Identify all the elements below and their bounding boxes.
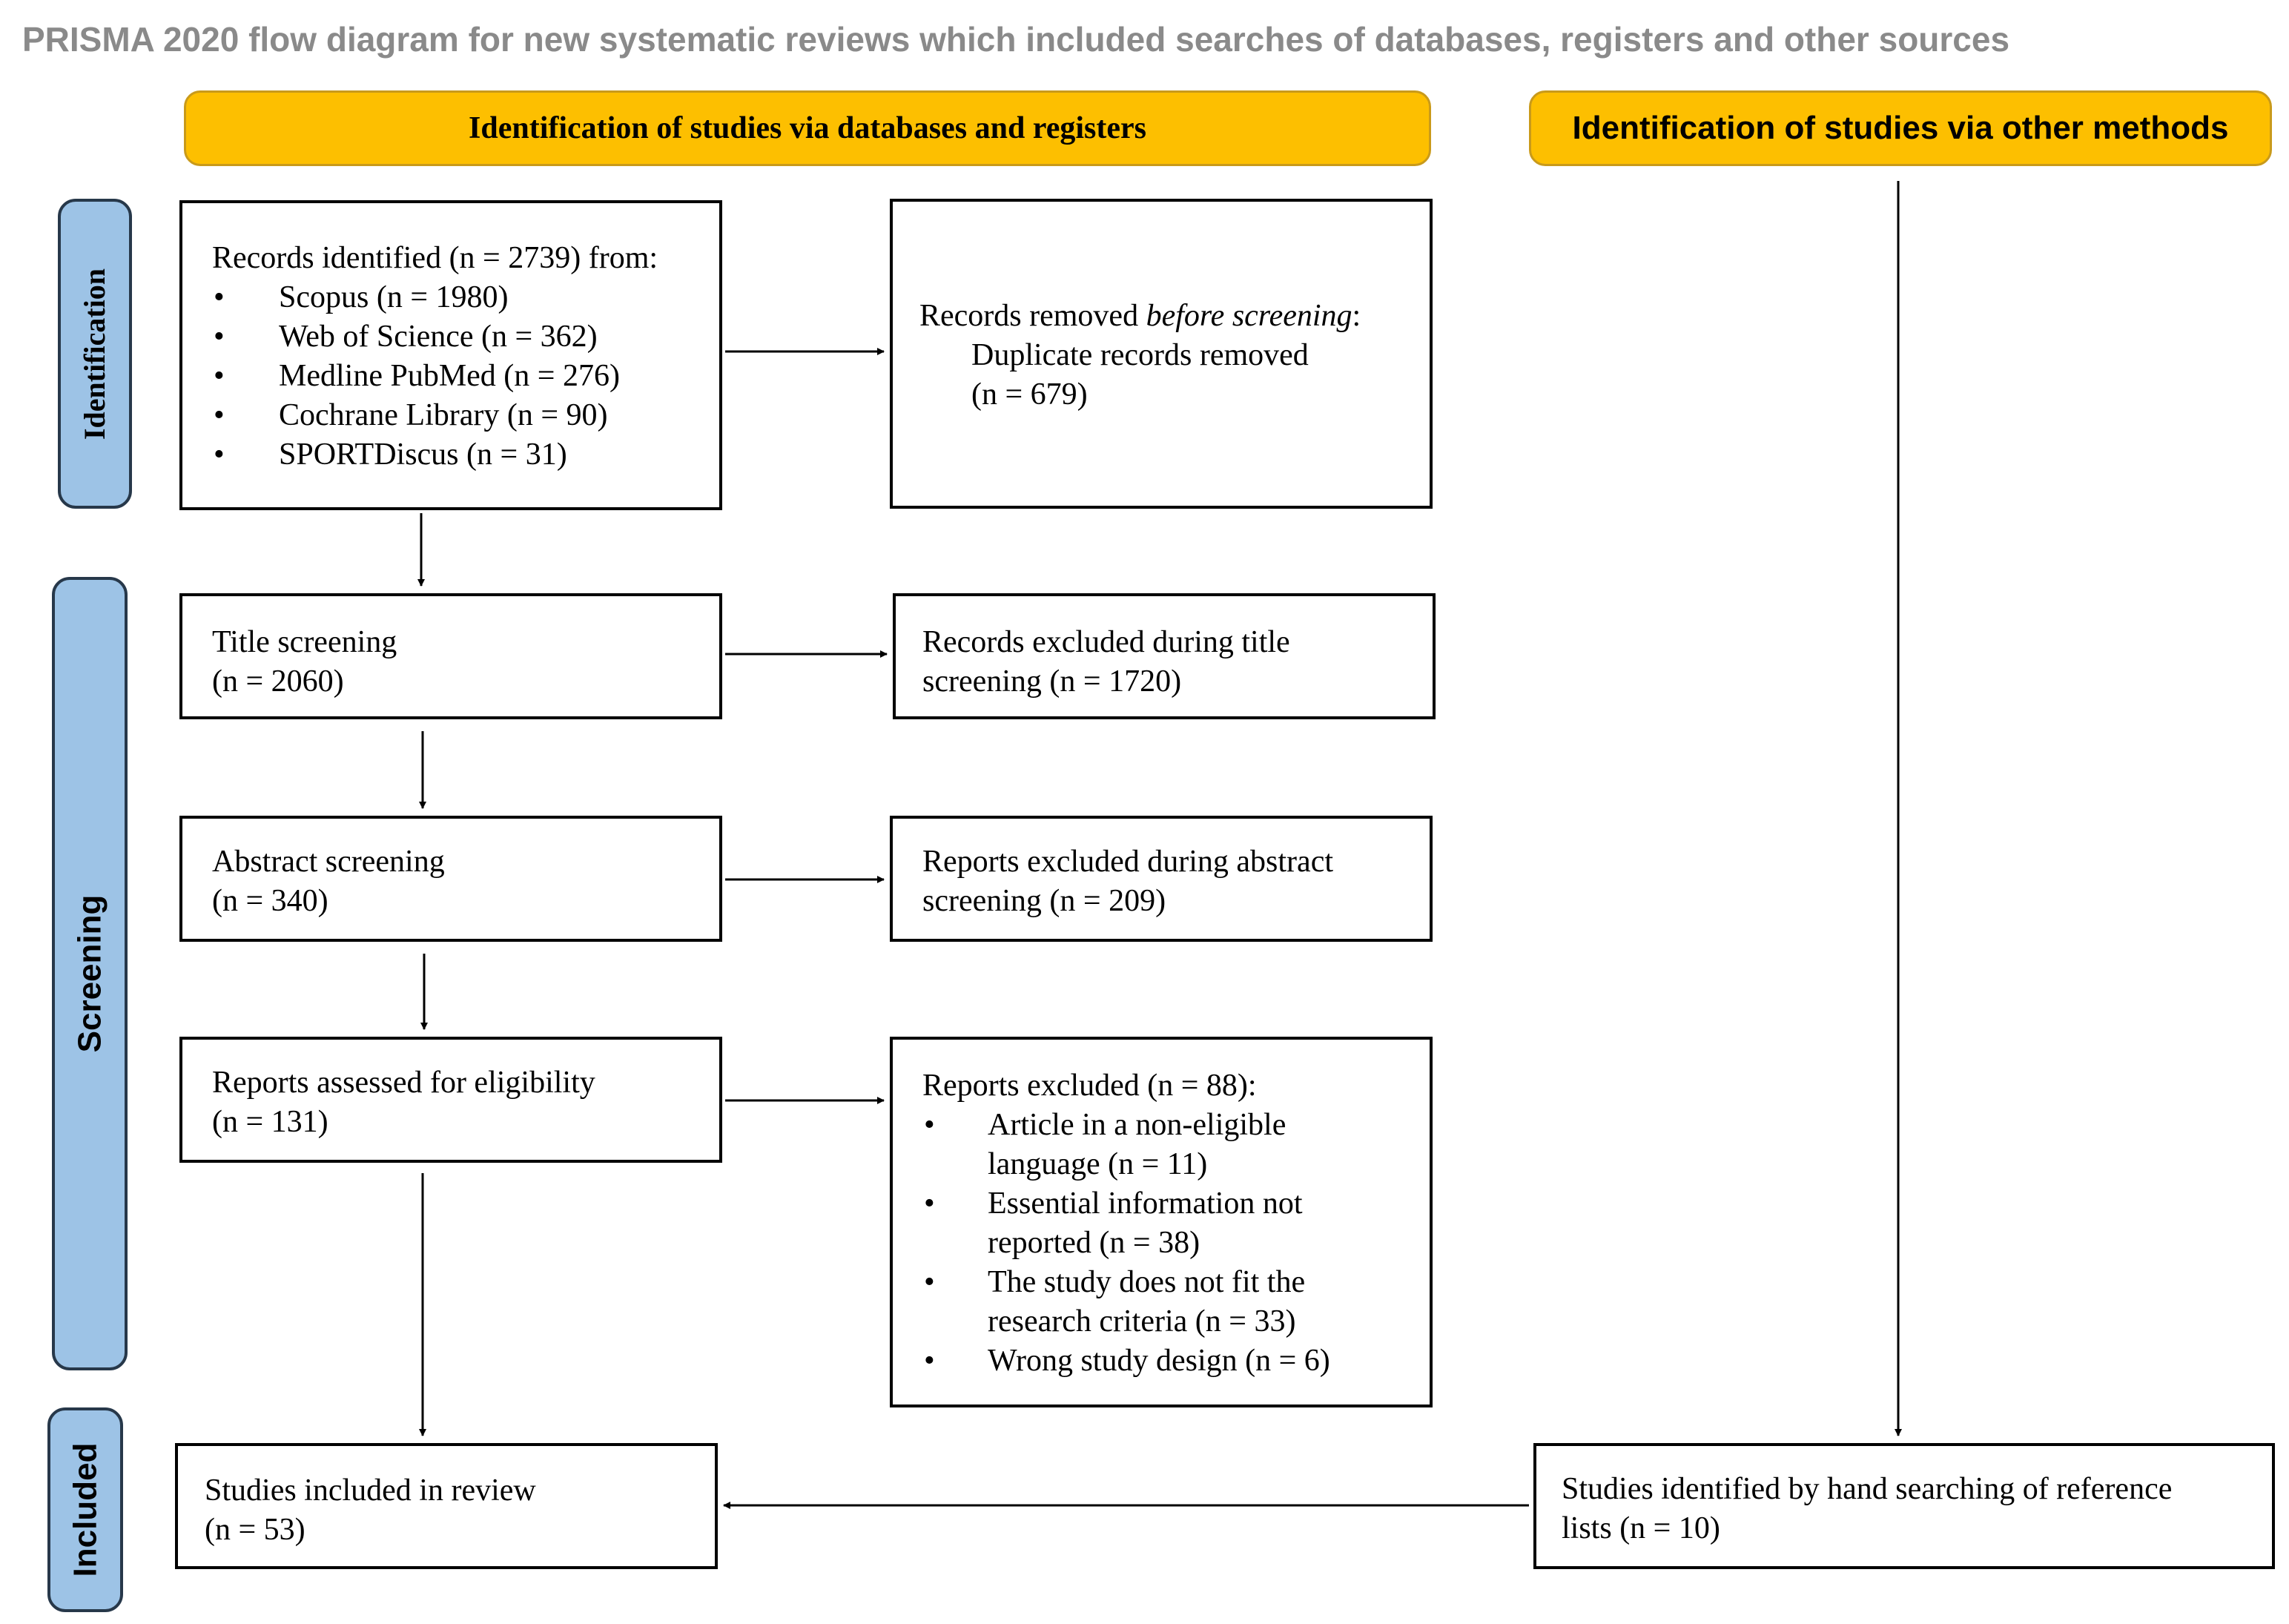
- source-item: Cochrane Library (n = 90): [212, 396, 719, 435]
- databases-header: Identification of studies via databases …: [184, 90, 1431, 166]
- studies-included-count: (n = 53): [205, 1513, 305, 1547]
- source-item: SPORTDiscus (n = 31): [212, 435, 719, 475]
- duplicates-label: Duplicate records removed: [971, 338, 1309, 372]
- hand-search-box: Studies identified by hand searching of …: [1533, 1443, 2275, 1569]
- page-title: PRISMA 2020 flow diagram for new systema…: [22, 20, 2010, 59]
- abstract-screening-box: Abstract screening (n = 340): [179, 816, 722, 942]
- records-removed-box: Records removed before screening: Duplic…: [890, 199, 1433, 509]
- records-identified-box: Records identified (n = 2739) from: Scop…: [179, 200, 722, 510]
- abstract-excluded-line2: screening (n = 209): [922, 884, 1166, 918]
- exclusion-reason: Article in a non-eligible language (n = …: [922, 1106, 1430, 1184]
- hand-search-line1: Studies identified by hand searching of …: [1562, 1472, 2173, 1506]
- title-excluded-line2: screening (n = 1720): [922, 664, 1182, 699]
- title-screening-count: (n = 2060): [212, 664, 344, 699]
- source-item: Web of Science (n = 362): [212, 317, 719, 357]
- included-phase-label: Included: [47, 1407, 123, 1612]
- source-item: Medline PubMed (n = 276): [212, 357, 719, 396]
- exclusion-reason: Essential information not reported (n = …: [922, 1184, 1430, 1263]
- records-identified-heading: Records identified (n = 2739) from:: [212, 241, 658, 275]
- title-screening-box: Title screening (n = 2060): [179, 593, 722, 719]
- records-removed-heading: Records removed before screening:: [919, 299, 1361, 333]
- title-screening-label: Title screening: [212, 625, 397, 659]
- abstract-excluded-line1: Reports excluded during abstract: [922, 845, 1333, 879]
- abstract-excluded-box: Reports excluded during abstract screeni…: [890, 816, 1433, 942]
- eligibility-box: Reports assessed for eligibility (n = 13…: [179, 1037, 722, 1163]
- other-methods-header: Identification of studies via other meth…: [1529, 90, 2272, 166]
- studies-included-box: Studies included in review (n = 53): [175, 1443, 718, 1569]
- eligibility-count: (n = 131): [212, 1105, 328, 1139]
- studies-included-label: Studies included in review: [205, 1473, 536, 1508]
- records-sources-list: Scopus (n = 1980) Web of Science (n = 36…: [212, 278, 719, 475]
- identification-phase-label: Identification: [58, 199, 132, 509]
- exclusion-reason: Wrong study design (n = 6): [922, 1341, 1430, 1381]
- abstract-screening-label: Abstract screening: [212, 845, 445, 879]
- title-excluded-box: Records excluded during title screening …: [893, 593, 1436, 719]
- duplicates-count: (n = 679): [971, 377, 1088, 412]
- reports-excluded-heading: Reports excluded (n = 88):: [922, 1069, 1257, 1103]
- reports-excluded-box: Reports excluded (n = 88): Article in a …: [890, 1037, 1433, 1407]
- title-excluded-line1: Records excluded during title: [922, 625, 1290, 659]
- eligibility-label: Reports assessed for eligibility: [212, 1066, 595, 1100]
- screening-phase-label: Screening: [52, 577, 128, 1370]
- exclusion-reasons-list: Article in a non-eligible language (n = …: [922, 1106, 1430, 1381]
- hand-search-line2: lists (n = 10): [1562, 1511, 1720, 1545]
- source-item: Scopus (n = 1980): [212, 278, 719, 317]
- exclusion-reason: The study does not fit the research crit…: [922, 1263, 1430, 1341]
- abstract-screening-count: (n = 340): [212, 884, 328, 918]
